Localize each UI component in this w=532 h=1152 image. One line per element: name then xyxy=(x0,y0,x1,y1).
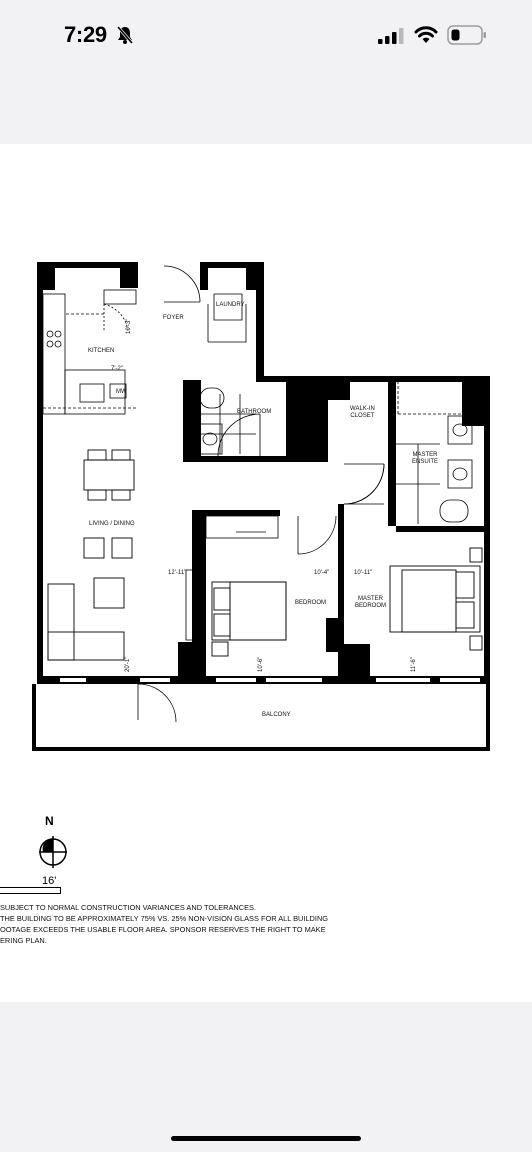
kitchen-label: KITCHEN xyxy=(88,348,115,354)
scale-bar xyxy=(0,887,61,894)
status-time: 7:29 xyxy=(64,22,107,47)
status-bar: 7:29 xyxy=(0,0,532,74)
home-indicator[interactable] xyxy=(171,1136,361,1141)
bathroom-label: BATHROOM xyxy=(237,409,272,415)
kitchen-depth-dimension: 10'-3" xyxy=(126,318,132,334)
plan-notes: SUBJECT TO NORMAL CONSTRUCTION VARIANCES… xyxy=(0,902,328,946)
wifi-icon xyxy=(414,26,438,43)
cellular-signal-icon xyxy=(378,28,404,44)
foyer-label: FOYER xyxy=(163,315,184,321)
living-depth-dimension: 20'-1" xyxy=(125,656,131,672)
battery-icon xyxy=(447,25,486,45)
living-width-dimension: 12'-11" xyxy=(168,570,187,576)
note-line: SUBJECT TO NORMAL CONSTRUCTION VARIANCES… xyxy=(0,903,256,912)
north-label: N xyxy=(45,814,54,828)
walk-in-closet-label: WALK-IN CLOSET xyxy=(350,406,375,419)
scale-label: 16' xyxy=(42,875,57,887)
bedroom-width-dimension: 10'-4" xyxy=(314,570,330,576)
north-arrow-icon xyxy=(39,836,67,868)
floor-plan-document: FOYER LAUNDRY KITCHEN MW BATHROOM WALK-I… xyxy=(0,144,532,1002)
kitchen-width-dimension: 7'-2" xyxy=(111,366,123,372)
balcony-label: BALCONY xyxy=(262,712,291,718)
master-bedroom-label: MASTER BEDROOM xyxy=(355,596,387,609)
note-line: THE BUILDING TO BE APPROXIMATELY 75% VS.… xyxy=(0,914,329,923)
bell-slash-icon xyxy=(116,26,134,44)
bottom-blank-area xyxy=(0,1008,532,1152)
note-line: OOTAGE EXCEEDS THE USABLE FLOOR AREA. SP… xyxy=(0,925,326,934)
master-width-dimension: 10'-11" xyxy=(354,570,373,576)
floor-plan-drawing xyxy=(32,262,490,751)
living-dining-label: LIVING / DINING xyxy=(89,521,135,527)
master-ensuite-label: MASTER ENSUITE xyxy=(412,452,439,465)
bedroom-label: BEDROOM xyxy=(295,600,327,606)
bedroom-depth-dimension: 10'-6" xyxy=(258,656,264,672)
laundry-label: LAUNDRY xyxy=(216,302,245,308)
note-line: ERING PLAN. xyxy=(0,936,47,945)
master-depth-dimension: 11'-6" xyxy=(411,657,417,672)
microwave-label: MW xyxy=(116,389,127,395)
